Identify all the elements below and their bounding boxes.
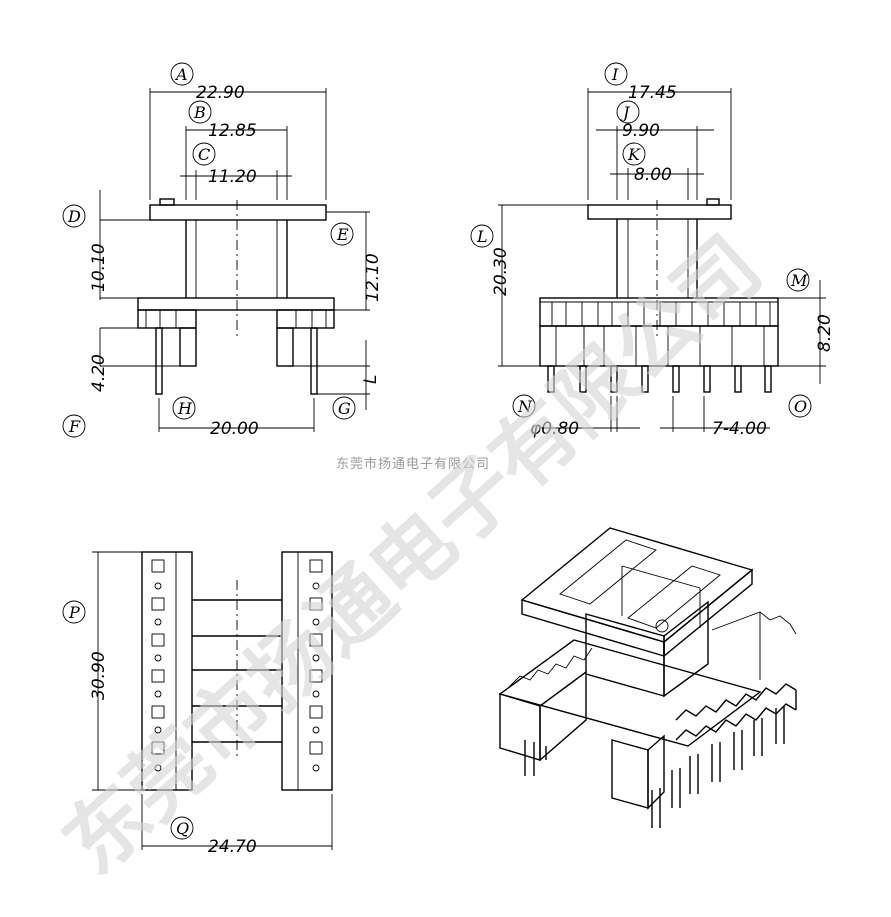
label-e: E [330,222,354,246]
label-d-text: D [67,207,81,226]
front-view [99,88,370,432]
dim-e-value: 12.10 [363,253,383,302]
label-b: B [188,100,212,124]
label-a: A [170,62,194,86]
label-h-text: H [177,399,193,418]
dim-f-value: 4.20 [89,354,109,392]
label-c-text: C [198,145,210,164]
dim-d-value: 10.10 [89,243,109,292]
label-q: Q [170,816,194,840]
label-n: N [512,394,536,418]
label-k-text: K [627,145,641,164]
label-g-text: G [338,399,351,418]
dim-a-value: 22.90 [196,83,245,103]
dim-c-value: 11.20 [208,167,257,187]
label-b-text: B [193,103,206,122]
label-q-text: Q [176,819,189,838]
dim-p-value: 30.90 [89,651,109,700]
label-m-text: M [790,271,808,290]
label-o-text: O [794,397,807,416]
label-k: K [622,142,646,166]
dim-l-value: 20.30 [491,247,511,296]
dim-m-value: 8.20 [815,314,835,352]
label-f-text: F [68,417,81,436]
label-p-text: P [68,603,80,622]
company-name: 东莞市扬通电子有限公司 [336,456,490,472]
label-e-text: E [336,225,349,244]
dim-q-value: 24.70 [208,837,257,857]
label-j-text: J [620,103,631,122]
dim-g-value: L [361,375,381,384]
label-a-text: A [174,65,188,84]
dim-k-value: 8.00 [634,165,672,185]
bottom-view [92,551,333,850]
label-f: F [62,414,86,438]
label-n-text: N [517,397,533,416]
label-j: J [616,100,640,124]
label-o: O [788,394,812,418]
label-c: C [192,142,216,166]
label-m: M [786,268,810,292]
dim-o-value: 7-4.00 [712,419,767,439]
label-l-text: L [476,227,488,246]
label-l: L [470,224,494,248]
label-p: P [62,600,86,624]
dim-h-value: 20.00 [210,419,259,439]
dim-n-value: φ0.80 [530,419,579,439]
dim-j-value: 9.90 [622,121,660,141]
label-i-text: I [611,65,619,84]
label-d: D [62,204,86,228]
label-h: H [172,396,196,420]
dim-b-value: 12.85 [208,121,257,141]
side-view [498,88,826,432]
dim-i-value: 17.45 [628,83,677,103]
watermark-text: 东莞市扬通电子有限公司 [46,219,780,893]
label-g: G [332,396,356,420]
label-i: I [604,62,628,86]
isometric-view [498,527,797,828]
